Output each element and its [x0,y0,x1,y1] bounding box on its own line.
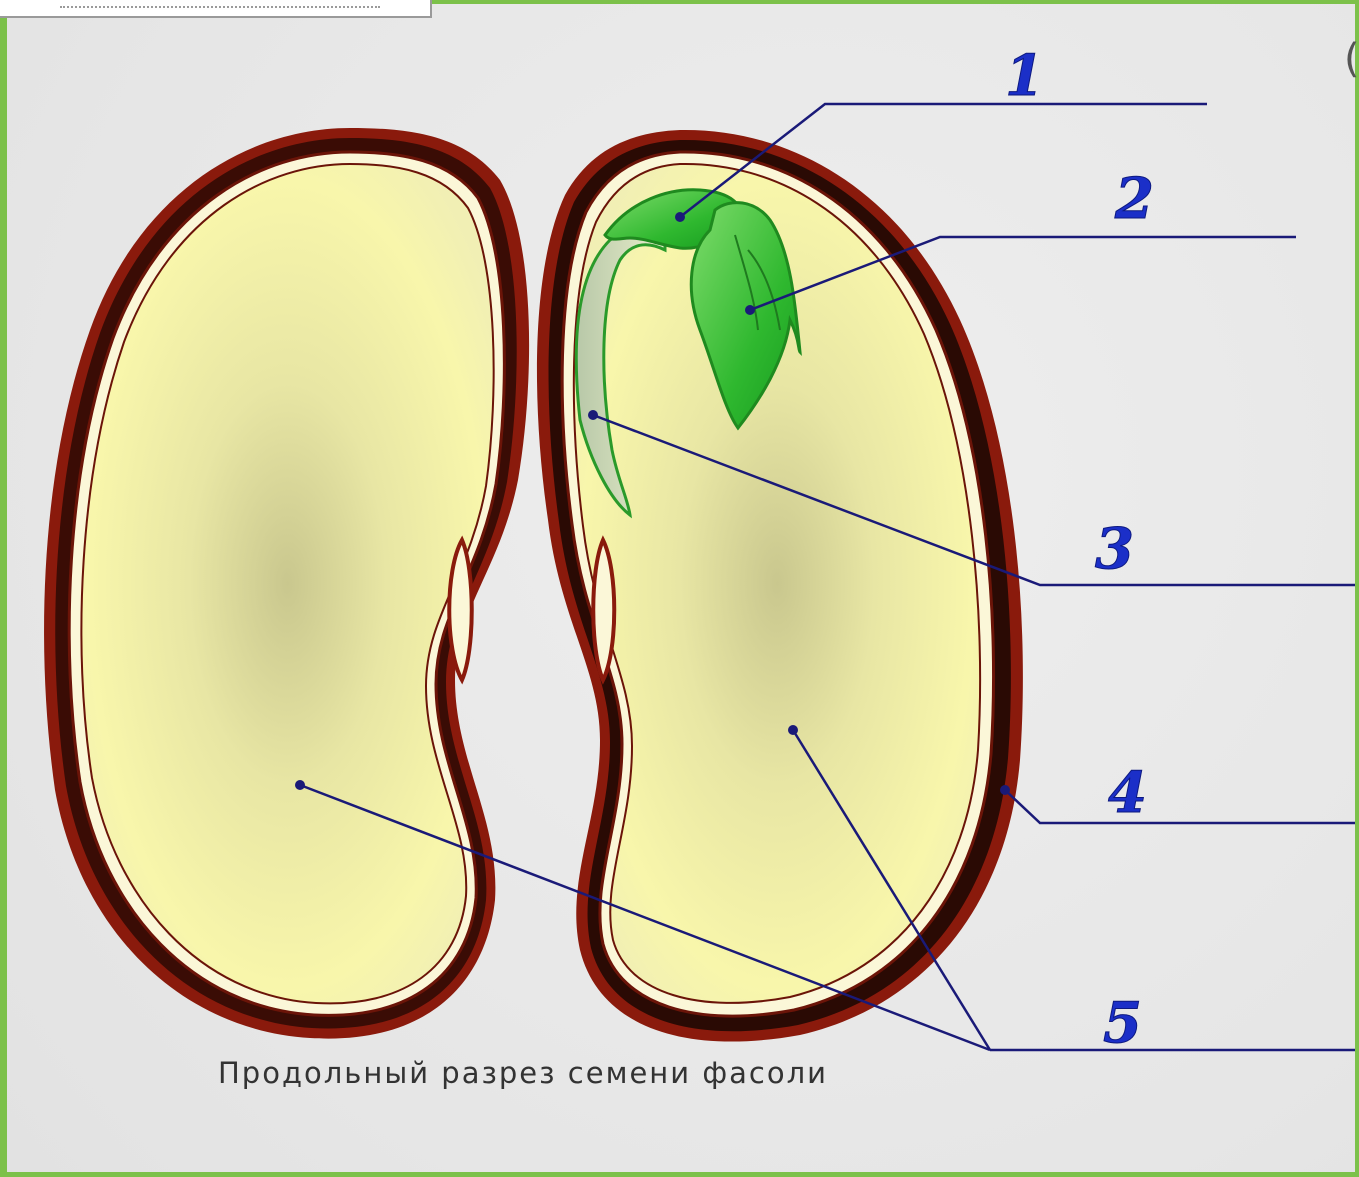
leader-dot-4 [1000,785,1010,795]
leader-dot-2 [745,305,755,315]
right-hilum [593,540,614,680]
label-1: 1 [1005,43,1044,109]
label-3: 3 [1095,516,1134,582]
label-5: 5 [1103,990,1142,1056]
leader-dot-3 [588,410,598,420]
label-4: 4 [1108,760,1147,826]
edge-bracket-mark: ( [1344,36,1359,82]
left-cotyledon [44,128,529,1039]
leader-line-4 [1005,790,1355,823]
leader-dot-1 [675,212,685,222]
label-2: 2 [1114,166,1154,232]
left-hilum [449,540,472,680]
diagram-caption: Продольный разрез семени фасоли [218,1056,828,1090]
leader-dot-5a [295,780,305,790]
leader-dot-5b [788,725,798,735]
